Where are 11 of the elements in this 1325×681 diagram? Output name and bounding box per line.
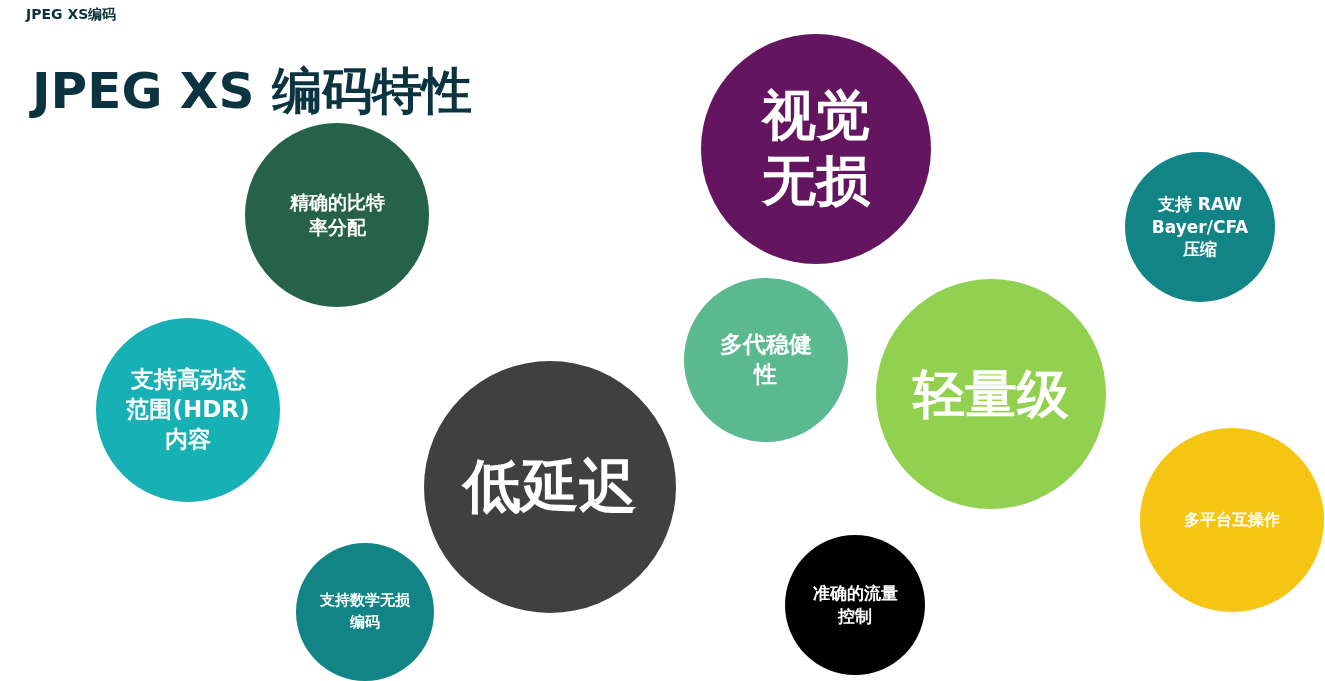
feature-label: 轻量级 [911, 362, 1070, 426]
feature-label: 低延迟 [460, 452, 638, 522]
feature-label: 视觉无损 [760, 84, 871, 214]
feature-label: 支持高动态范围(HDR) 内容 [125, 365, 251, 454]
feature-label: 支持 RAW Bayer/CFA 压缩 [1150, 192, 1250, 262]
header-text: JPEG XS编码 [26, 6, 117, 24]
feature-label: 支持数学无损编码 [319, 591, 411, 632]
feature-label: 多平台互操作 [1183, 509, 1281, 531]
feature-label: 多代稳健性 [719, 330, 813, 389]
feature-label: 准确的流量控制 [811, 582, 899, 628]
feature-label: 精确的比特率分配 [288, 190, 386, 240]
